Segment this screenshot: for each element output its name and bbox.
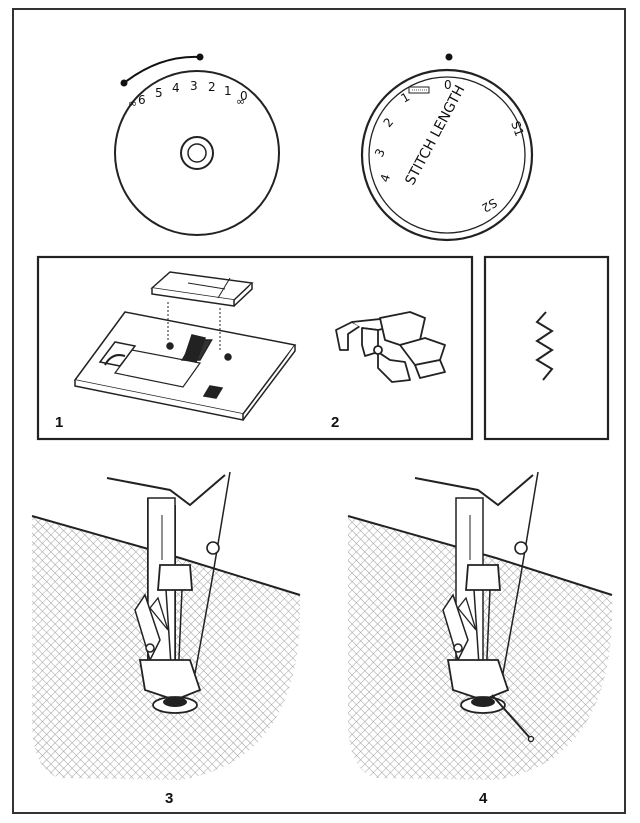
needle-plate-box xyxy=(36,255,474,441)
zigzag-stitch-icon xyxy=(535,311,554,381)
length-mark-s1: S1 xyxy=(508,119,526,138)
presser-foot-icon xyxy=(335,311,446,383)
width-mark: 0 xyxy=(240,89,248,103)
stitch-length-dial-icon xyxy=(360,53,534,242)
page-frame xyxy=(12,8,626,814)
darning-foot-icon xyxy=(347,471,613,780)
width-mark: 3 xyxy=(190,79,198,93)
needle-plate-icon xyxy=(73,271,297,421)
darning-foot-icon xyxy=(31,471,301,780)
width-mark: 6 xyxy=(138,93,146,107)
width-mark: 4 xyxy=(172,81,180,95)
figure-label-4: 4 xyxy=(479,790,488,807)
width-dial-icon: ∞ ∞ xyxy=(114,53,280,236)
figure-label-2: 2 xyxy=(331,414,340,431)
width-mark: 1 xyxy=(224,84,232,98)
length-mark: 4 xyxy=(378,172,394,184)
length-mark: 0 xyxy=(444,78,452,92)
width-dial-marks: 6 5 4 3 2 1 0 xyxy=(138,79,248,107)
svg-text:∞: ∞ xyxy=(236,95,245,108)
width-mark: 5 xyxy=(155,86,163,100)
stitch-pattern-box xyxy=(483,255,610,441)
svg-text:∞: ∞ xyxy=(128,97,137,110)
figure-label-3: 3 xyxy=(165,790,174,807)
length-mark-s2: S2 xyxy=(479,195,499,215)
figure-label-1: 1 xyxy=(55,414,64,431)
width-mark: 2 xyxy=(208,80,216,94)
